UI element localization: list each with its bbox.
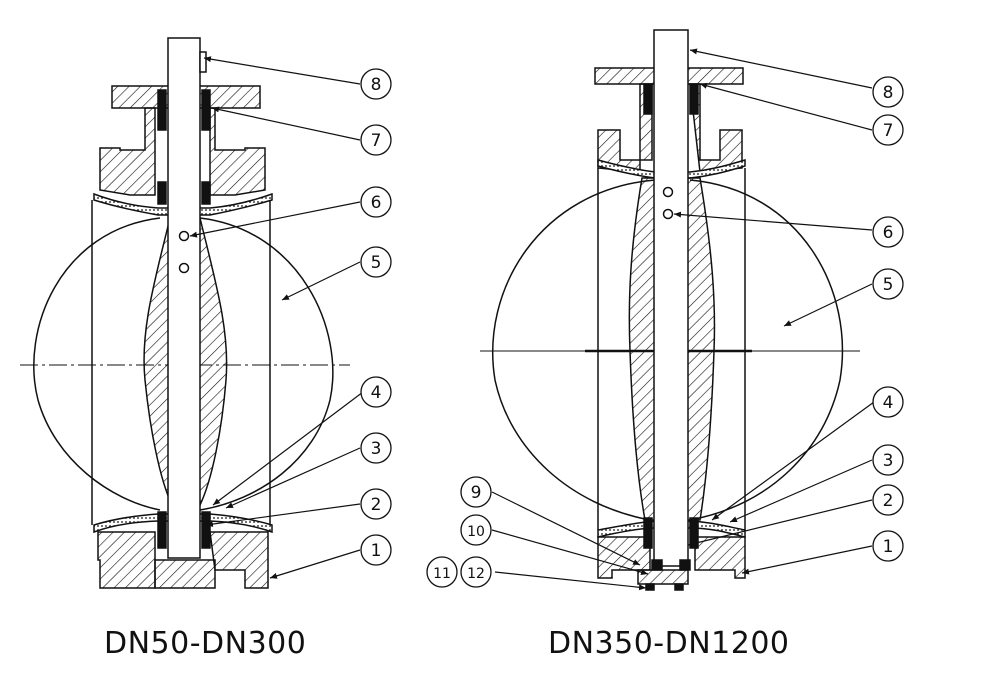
small-valve-view (20, 37, 350, 589)
callout-circle-4 (872, 386, 904, 418)
callout-label-10: 10 (467, 524, 485, 540)
callout-circle-2 (872, 484, 904, 516)
callout-circle-1 (360, 534, 392, 566)
callout-label-12: 12 (467, 566, 485, 582)
callout-label-1: 1 (883, 537, 894, 557)
callout-label-1: 1 (371, 541, 382, 561)
disc-outline (492, 179, 656, 521)
callout-label-2: 2 (883, 491, 894, 511)
right-callouts: 8 7 6 5 4 3 2 1 9 10 11 12 (426, 76, 904, 588)
callout-circle-2 (360, 488, 392, 520)
callout-label-7: 7 (883, 121, 894, 141)
disc-outline-right (689, 179, 844, 521)
caption-small-range: DN50-DN300 (104, 626, 307, 661)
callout-circle-6 (872, 216, 904, 248)
neck (99, 107, 156, 196)
callout-label-4: 4 (883, 393, 894, 413)
callout-label-6: 6 (371, 193, 382, 213)
left-callouts: 8 7 6 5 4 3 2 1 (360, 68, 392, 566)
callout-circle-9 (460, 476, 492, 508)
callout-circle-12 (460, 556, 492, 588)
seat-liner-bottom (93, 513, 273, 534)
disc-outline (33, 217, 161, 511)
callout-circle-3 (872, 444, 904, 476)
callout-label-4: 4 (371, 383, 382, 403)
callout-label-9: 9 (471, 483, 482, 503)
callout-label-5: 5 (371, 253, 382, 273)
callout-circle-5 (360, 246, 392, 278)
callout-circle-11 (426, 556, 458, 588)
bottom-body (97, 531, 156, 589)
callout-circle-10 (460, 514, 492, 546)
callout-circle-6 (360, 186, 392, 218)
seat-liner-top (93, 192, 273, 216)
callout-circle-4 (360, 376, 392, 408)
bottom-cover (637, 569, 689, 585)
callout-circle-8 (360, 68, 392, 100)
callout-circle-3 (360, 432, 392, 464)
disc-outline-right (199, 217, 334, 511)
callout-label-8: 8 (883, 83, 894, 103)
stem (653, 29, 689, 567)
callout-label-5: 5 (883, 275, 894, 295)
callout-circle-7 (872, 114, 904, 146)
callout-label-2: 2 (371, 495, 382, 515)
callout-label-6: 6 (883, 223, 894, 243)
large-valve-view (480, 29, 860, 591)
callout-label-8: 8 (371, 75, 382, 95)
callout-circle-1 (872, 530, 904, 562)
callout-label-7: 7 (371, 131, 382, 151)
callout-circle-7 (360, 124, 392, 156)
callout-circle-8 (872, 76, 904, 108)
seat-liner-top (597, 158, 746, 179)
callout-label-3: 3 (371, 439, 382, 459)
stem (167, 37, 201, 559)
callout-label-11: 11 (433, 566, 451, 582)
caption-large-range: DN350-DN1200 (548, 626, 790, 661)
callout-circle-5 (872, 268, 904, 300)
callout-label-3: 3 (883, 451, 894, 471)
